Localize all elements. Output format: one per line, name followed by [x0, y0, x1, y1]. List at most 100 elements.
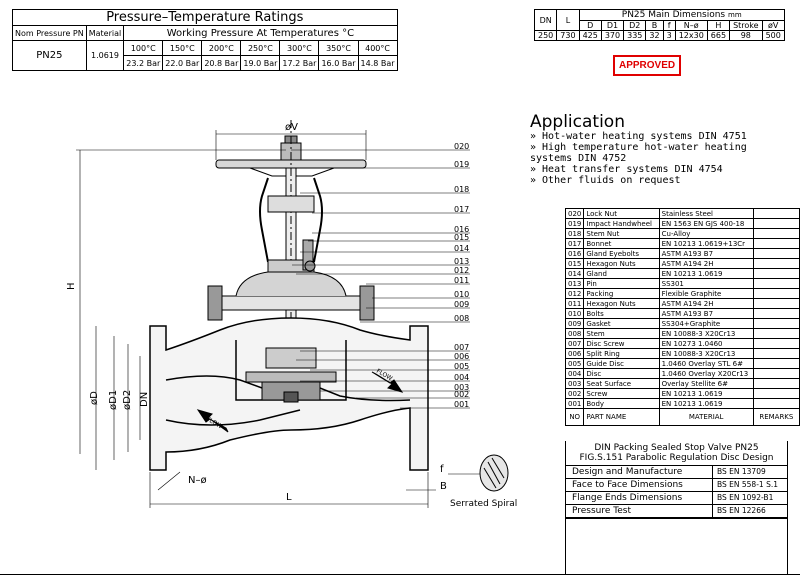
dim-label-n: N–ø — [188, 475, 207, 486]
bottom-border — [0, 574, 800, 575]
callout-label: 019 — [454, 160, 469, 169]
parts-cell-remarks — [752, 348, 800, 359]
parts-cell-no: 004 — [564, 368, 585, 379]
parts-cell-no: 019 — [564, 218, 585, 229]
dim-head: D2 — [623, 20, 647, 31]
parts-cell-name: Disc — [583, 368, 660, 379]
parts-cell-material: SS304+Graphite — [658, 318, 754, 329]
callout-label: 012 — [454, 266, 469, 275]
dim-label-dn: DN — [139, 392, 150, 407]
parts-cell-no: 007 — [564, 338, 585, 349]
parts-cell-remarks — [752, 278, 800, 289]
dim-value: 425 — [578, 30, 602, 41]
parts-cell-remarks — [752, 228, 800, 239]
parts-head-material: MATERIAL — [658, 408, 754, 426]
dim-value: 32 — [645, 30, 664, 41]
parts-cell-material: Stainless Steel — [658, 208, 754, 219]
pt-pressure: 19.0 Bar — [240, 55, 281, 71]
parts-cell-no: 006 — [564, 348, 585, 359]
spec-label: Flange Ends Dimensions — [566, 492, 713, 504]
parts-cell-material: 1.0460 Overlay STL 6# — [658, 358, 754, 369]
parts-cell-name: Seat Surface — [583, 378, 660, 389]
parts-cell-material: EN 10213 1.0619 — [658, 268, 754, 279]
spec-value: BS EN 13709 — [717, 467, 766, 476]
parts-cell-name: Guide Disc — [583, 358, 660, 369]
spec-title: DIN Packing Sealed Stop Valve PN25 FIG.S… — [566, 441, 787, 466]
application-title: Application — [530, 112, 625, 132]
dim-head: H — [706, 20, 731, 31]
dim-value: 665 — [706, 30, 731, 41]
parts-cell-material: ASTM A193 B7 — [658, 248, 754, 259]
application-item: » Other fluids on request — [530, 175, 681, 186]
callout-label: 020 — [454, 142, 469, 151]
serrated-spiral-detail — [479, 454, 509, 492]
dim-head: øV — [761, 20, 785, 31]
parts-cell-name: Pin — [583, 278, 660, 289]
dim-label-od: øD — [89, 391, 100, 405]
parts-cell-remarks — [752, 208, 800, 219]
parts-cell-remarks — [752, 318, 800, 329]
parts-cell-remarks — [752, 358, 800, 369]
parts-cell-no: 005 — [564, 358, 585, 369]
spec-value: BS EN 12266 — [717, 506, 766, 515]
spec-title-line1: DIN Packing Sealed Stop Valve PN25 — [594, 443, 759, 453]
parts-cell-no: 008 — [564, 328, 585, 339]
parts-cell-material: ASTM A194 2H — [658, 298, 754, 309]
parts-cell-no: 017 — [564, 238, 585, 249]
parts-cell-no: 014 — [564, 268, 585, 279]
flow-arrows — [196, 371, 404, 433]
dim-label-ov: øV — [285, 122, 298, 133]
parts-cell-remarks — [752, 308, 800, 319]
parts-cell-no: 011 — [564, 298, 585, 309]
dim-value: 730 — [556, 30, 580, 41]
dim-value: 370 — [600, 30, 625, 41]
dim-label-od2: øD2 — [122, 390, 133, 410]
application-item: » High temperature hot-water heating sys… — [530, 142, 747, 164]
parts-cell-no: 001 — [564, 398, 585, 409]
parts-cell-name: Split Ring — [583, 348, 660, 359]
parts-cell-name: Screw — [583, 388, 660, 399]
dim-head: D1 — [600, 20, 625, 31]
parts-cell-no: 009 — [564, 318, 585, 329]
callout-label: 001 — [454, 400, 469, 409]
parts-cell-remarks — [752, 268, 800, 279]
parts-cell-remarks — [752, 218, 800, 229]
parts-cell-material: Flexible Graphite — [658, 288, 754, 299]
parts-cell-no: 016 — [564, 248, 585, 259]
pressure-temperature-table: Pressure–Temperature Ratings Nom Pressur… — [12, 9, 398, 71]
parts-cell-no: 013 — [564, 278, 585, 289]
parts-head-remarks: REMARKS — [752, 408, 800, 426]
dimension-lines — [76, 130, 480, 508]
application-item: » Heat transfer systems DIN 4754 — [530, 164, 723, 175]
spec-value: BS EN 1092-B1 — [717, 493, 774, 502]
parts-cell-name: Body — [583, 398, 660, 409]
parts-cell-material: EN 10088-3 X20Cr13 — [658, 348, 754, 359]
parts-cell-remarks — [752, 288, 800, 299]
parts-cell-material: EN 10273 1.0460 — [658, 338, 754, 349]
dim-head: f — [662, 20, 676, 31]
application-list: » Hot-water heating systems DIN 4751 » H… — [530, 131, 770, 186]
parts-cell-name: Hexagon Nuts — [583, 298, 660, 309]
pt-pressure: 22.0 Bar — [162, 55, 203, 71]
dim-head: B — [645, 20, 664, 31]
parts-cell-remarks — [752, 338, 800, 349]
dim-label-od1: øD1 — [108, 390, 119, 410]
parts-cell-remarks — [752, 398, 800, 409]
callout-lines — [291, 149, 470, 409]
spec-row: Flange Ends Dimensions BS EN 1092-B1 — [566, 492, 787, 505]
approved-stamp: APPROVED — [613, 55, 682, 76]
parts-cell-remarks — [752, 378, 800, 389]
valve-drawing: øV H øD øD1 øD2 DN L B f N–ø Serrated Sp… — [66, 120, 517, 509]
parts-cell-no: 003 — [564, 378, 585, 389]
